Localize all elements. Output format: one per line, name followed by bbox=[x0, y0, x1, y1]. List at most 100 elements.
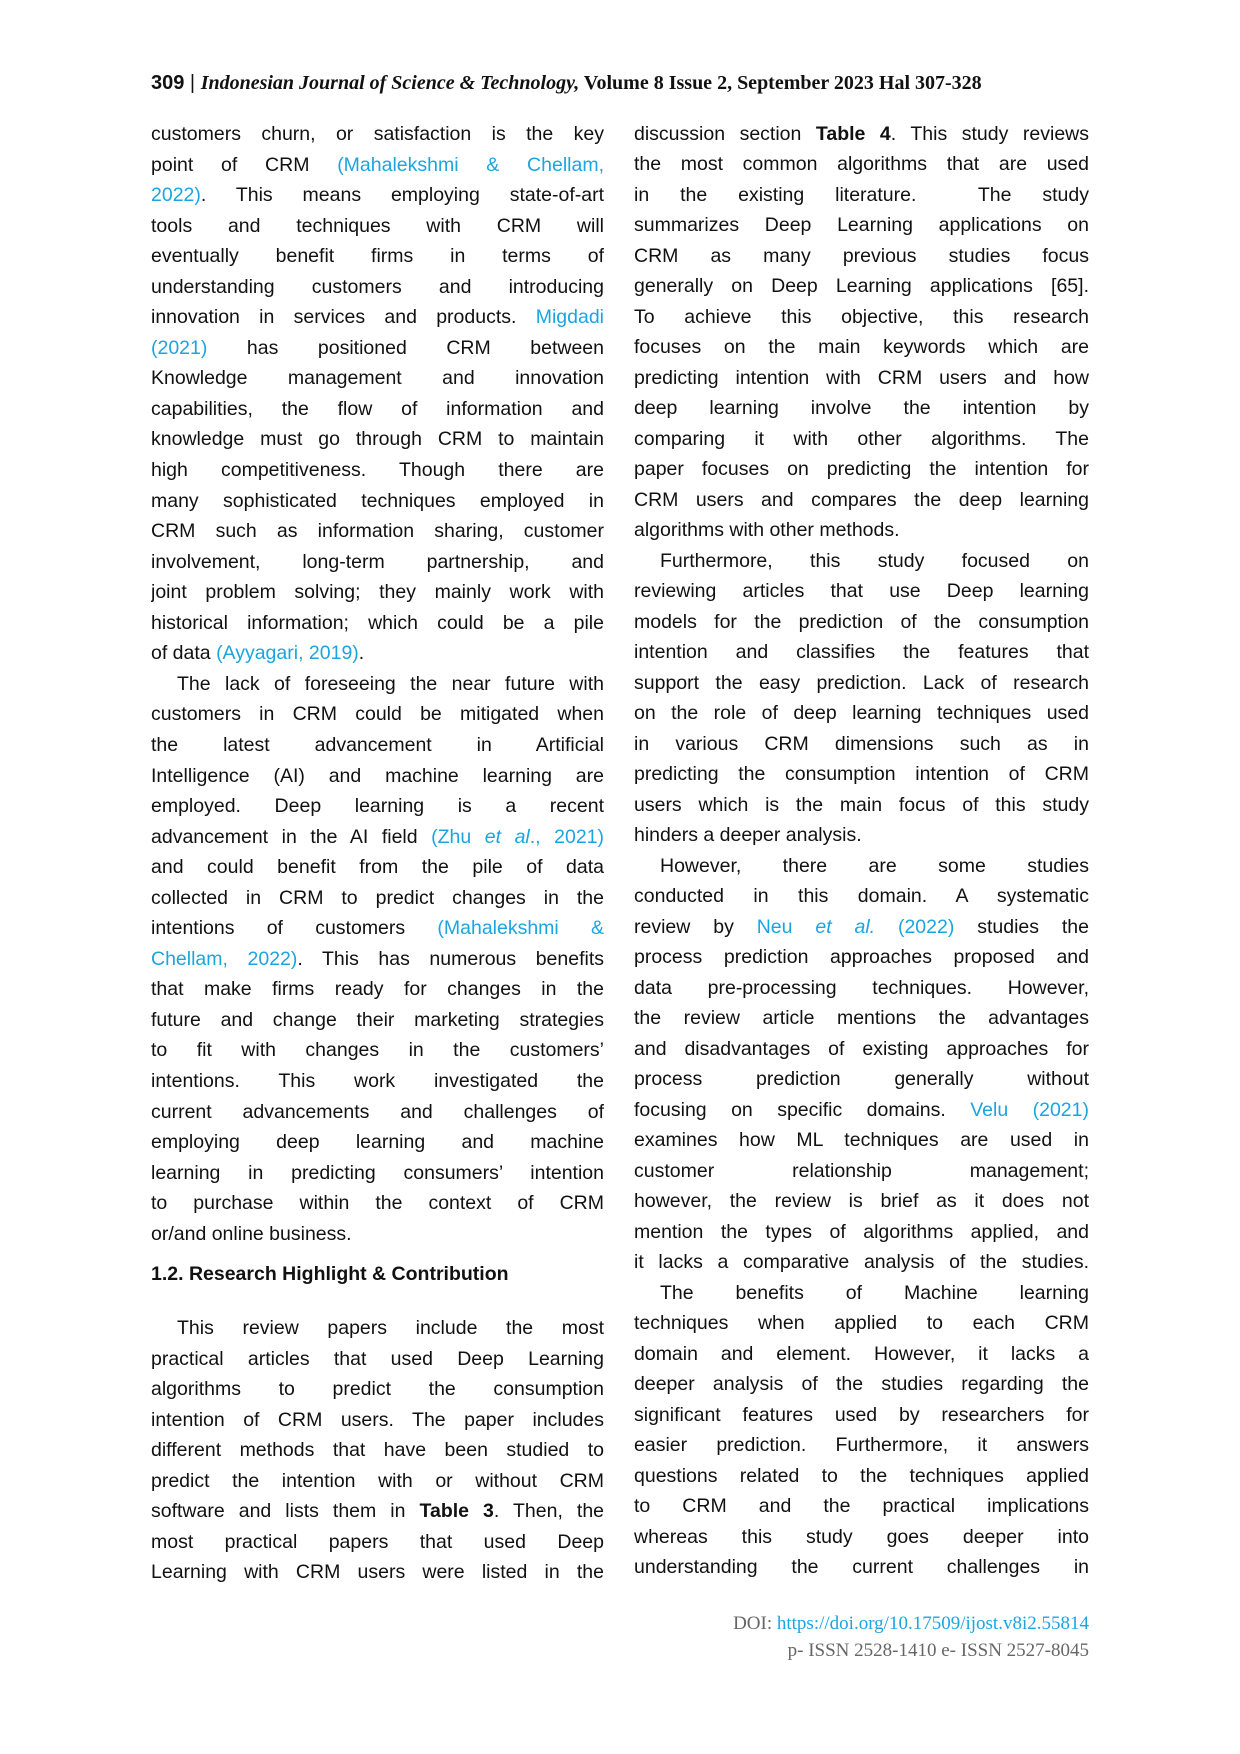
text-line: predict the intention with or without CR… bbox=[151, 1466, 604, 1496]
text-line: the latest advancement in Artificial bbox=[151, 730, 604, 760]
citation-link[interactable]: (Zhu bbox=[431, 825, 485, 848]
text-line: deep learning involve the intention by bbox=[634, 393, 1089, 423]
citation-link[interactable]: (Ayyagari, 2019) bbox=[216, 642, 359, 665]
text-line: understanding customers and introducing bbox=[151, 272, 604, 302]
text-line: However, there are some studies bbox=[634, 851, 1089, 881]
text-segment: Learning with CRM users were listed in t… bbox=[151, 1561, 604, 1584]
text-line: This review papers include the most bbox=[151, 1313, 604, 1343]
text-line: deeper analysis of the studies regarding… bbox=[634, 1369, 1089, 1399]
text-segment: data pre-processing techniques. However, bbox=[634, 976, 1089, 999]
text-line: the review article mentions the advantag… bbox=[634, 1003, 1089, 1033]
text-line: capabilities, the flow of information an… bbox=[151, 394, 604, 424]
text-segment: that make firms ready for changes in the bbox=[151, 978, 604, 1001]
text-line: understanding the current challenges in bbox=[634, 1552, 1089, 1582]
citation-link[interactable]: Neu bbox=[756, 915, 816, 938]
text-line: and disadvantages of existing approaches… bbox=[634, 1034, 1089, 1064]
citation-link[interactable]: Chellam, 2022) bbox=[151, 947, 298, 970]
citation-link[interactable]: et al. bbox=[815, 915, 876, 938]
text-line: process prediction generally without bbox=[634, 1064, 1089, 1094]
text-line: users which is the main focus of this st… bbox=[634, 790, 1089, 820]
text-line: The lack of foreseeing the near future w… bbox=[151, 669, 604, 699]
text-segment: in the existing literature. The study bbox=[634, 183, 1089, 206]
text-segment: conducted in this domain. A systematic bbox=[634, 885, 1089, 908]
text-line: high competitiveness. Though there are bbox=[151, 455, 604, 485]
text-line: Learning with CRM users were listed in t… bbox=[151, 1557, 604, 1587]
citation-link[interactable]: Migdadi bbox=[535, 306, 604, 329]
text-segment: models for the prediction of the consump… bbox=[634, 610, 1089, 633]
text-segment: This review papers include the most bbox=[177, 1317, 604, 1339]
text-line: customers in CRM could be mitigated when bbox=[151, 699, 604, 729]
text-segment: the latest advancement in Artificial bbox=[151, 733, 604, 756]
text-line: in various CRM dimensions such as in bbox=[634, 729, 1089, 759]
citation-link[interactable]: (Mahalekshmi & Chellam, bbox=[337, 153, 604, 176]
header-separator: | bbox=[184, 72, 201, 94]
text-segment: focusing on specific domains. bbox=[634, 1098, 971, 1121]
text-segment: Knowledge management and innovation bbox=[151, 367, 604, 390]
text-segment: learning in predicting consumers’ intent… bbox=[151, 1161, 604, 1184]
text-segment: current advancements and challenges of bbox=[151, 1100, 604, 1123]
text-line: hinders a deeper analysis. bbox=[634, 820, 1089, 850]
text-segment: or/and online business. bbox=[151, 1222, 352, 1245]
citation-link[interactable]: (2022) bbox=[875, 915, 955, 938]
text-segment: high competitiveness. Though there are bbox=[151, 459, 604, 482]
citation-link[interactable]: Velu (2021) bbox=[970, 1098, 1089, 1121]
text-line: review by Neu et al. (2022) studies the bbox=[634, 912, 1089, 942]
text-line: customer relationship management; bbox=[634, 1156, 1089, 1186]
text-line: process prediction approaches proposed a… bbox=[634, 942, 1089, 972]
text-line: the most common algorithms that are used bbox=[634, 149, 1089, 179]
text-line: tools and techniques with CRM will bbox=[151, 211, 604, 241]
text-line: predicting intention with CRM users and … bbox=[634, 363, 1089, 393]
text-segment: different methods that have been studied… bbox=[151, 1439, 604, 1462]
text-line: algorithms with other methods. bbox=[634, 515, 1089, 545]
text-line: historical information; which could be a… bbox=[151, 608, 604, 638]
text-segment: summarizes Deep Learning applications on bbox=[634, 214, 1089, 237]
text-segment: focuses on the main keywords which are bbox=[634, 336, 1089, 359]
table-reference: Table 4 bbox=[815, 123, 891, 145]
text-line: To achieve this objective, this research bbox=[634, 302, 1089, 332]
text-line: intentions of customers (Mahalekshmi & bbox=[151, 913, 604, 943]
text-segment: the most common algorithms that are used bbox=[634, 153, 1089, 176]
text-segment: whereas this study goes deeper into bbox=[634, 1525, 1089, 1548]
text-line: however, the review is brief as it does … bbox=[634, 1186, 1089, 1216]
text-line: summarizes Deep Learning applications on bbox=[634, 210, 1089, 240]
text-line: comparing it with other algorithms. The bbox=[634, 424, 1089, 454]
doi-link[interactable]: https://doi.org/10.17509/ijost.v8i2.5581… bbox=[776, 1613, 1089, 1634]
text-line: predicting the consumption intention of … bbox=[634, 759, 1089, 789]
text-segment: deeper analysis of the studies regarding… bbox=[634, 1373, 1089, 1396]
text-segment: to CRM and the practical implications bbox=[634, 1495, 1089, 1518]
table-reference: Table 3 bbox=[419, 1500, 494, 1523]
text-line: Furthermore, this study focused on bbox=[634, 546, 1089, 576]
text-line: practical articles that used Deep Learni… bbox=[151, 1344, 604, 1374]
text-line: future and change their marketing strate… bbox=[151, 1005, 604, 1035]
text-line: intention and classifies the features th… bbox=[634, 637, 1089, 667]
text-segment: in various CRM dimensions such as in bbox=[634, 732, 1089, 755]
citation-link[interactable]: (Mahalekshmi & bbox=[437, 917, 604, 940]
text-segment: customer relationship management; bbox=[634, 1159, 1089, 1182]
text-line: to CRM and the practical implications bbox=[634, 1491, 1089, 1521]
text-segment: eventually benefit firms in terms of bbox=[151, 245, 604, 268]
text-segment: generally on Deep Learning applications … bbox=[634, 275, 1089, 298]
text-segment: process prediction generally without bbox=[634, 1068, 1089, 1091]
text-line: The benefits of Machine learning bbox=[634, 1278, 1089, 1308]
text-line: examines how ML techniques are used in bbox=[634, 1125, 1089, 1155]
text-line: to purchase within the context of CRM bbox=[151, 1188, 604, 1218]
text-segment: studies the bbox=[954, 915, 1089, 938]
text-segment: intention of CRM users. The paper includ… bbox=[151, 1408, 604, 1431]
text-line: advancement in the AI field (Zhu et al.,… bbox=[151, 822, 604, 852]
text-line: Chellam, 2022). This has numerous benefi… bbox=[151, 944, 604, 974]
text-line: customers churn, or satisfaction is the … bbox=[151, 119, 604, 149]
text-segment: the review article mentions the advantag… bbox=[634, 1007, 1089, 1030]
text-line: focusing on specific domains. Velu (2021… bbox=[634, 1095, 1089, 1125]
doi-label: DOI: bbox=[733, 1613, 777, 1634]
text-line: generally on Deep Learning applications … bbox=[634, 271, 1089, 301]
citation-link[interactable]: 2022) bbox=[151, 184, 201, 207]
citation-link[interactable]: (2021) bbox=[151, 336, 208, 359]
citation-link[interactable]: ., 2021) bbox=[529, 825, 604, 848]
text-line: whereas this study goes deeper into bbox=[634, 1522, 1089, 1552]
text-line: employing deep learning and machine bbox=[151, 1127, 604, 1157]
citation-link[interactable]: et al bbox=[484, 825, 530, 848]
text-segment: joint problem solving; they mainly work … bbox=[151, 581, 604, 604]
text-segment: intentions of customers bbox=[151, 917, 438, 940]
page-footer: DOI: https://doi.org/10.17509/ijost.v8i2… bbox=[733, 1610, 1089, 1664]
text-line: collected in CRM to predict changes in t… bbox=[151, 883, 604, 913]
